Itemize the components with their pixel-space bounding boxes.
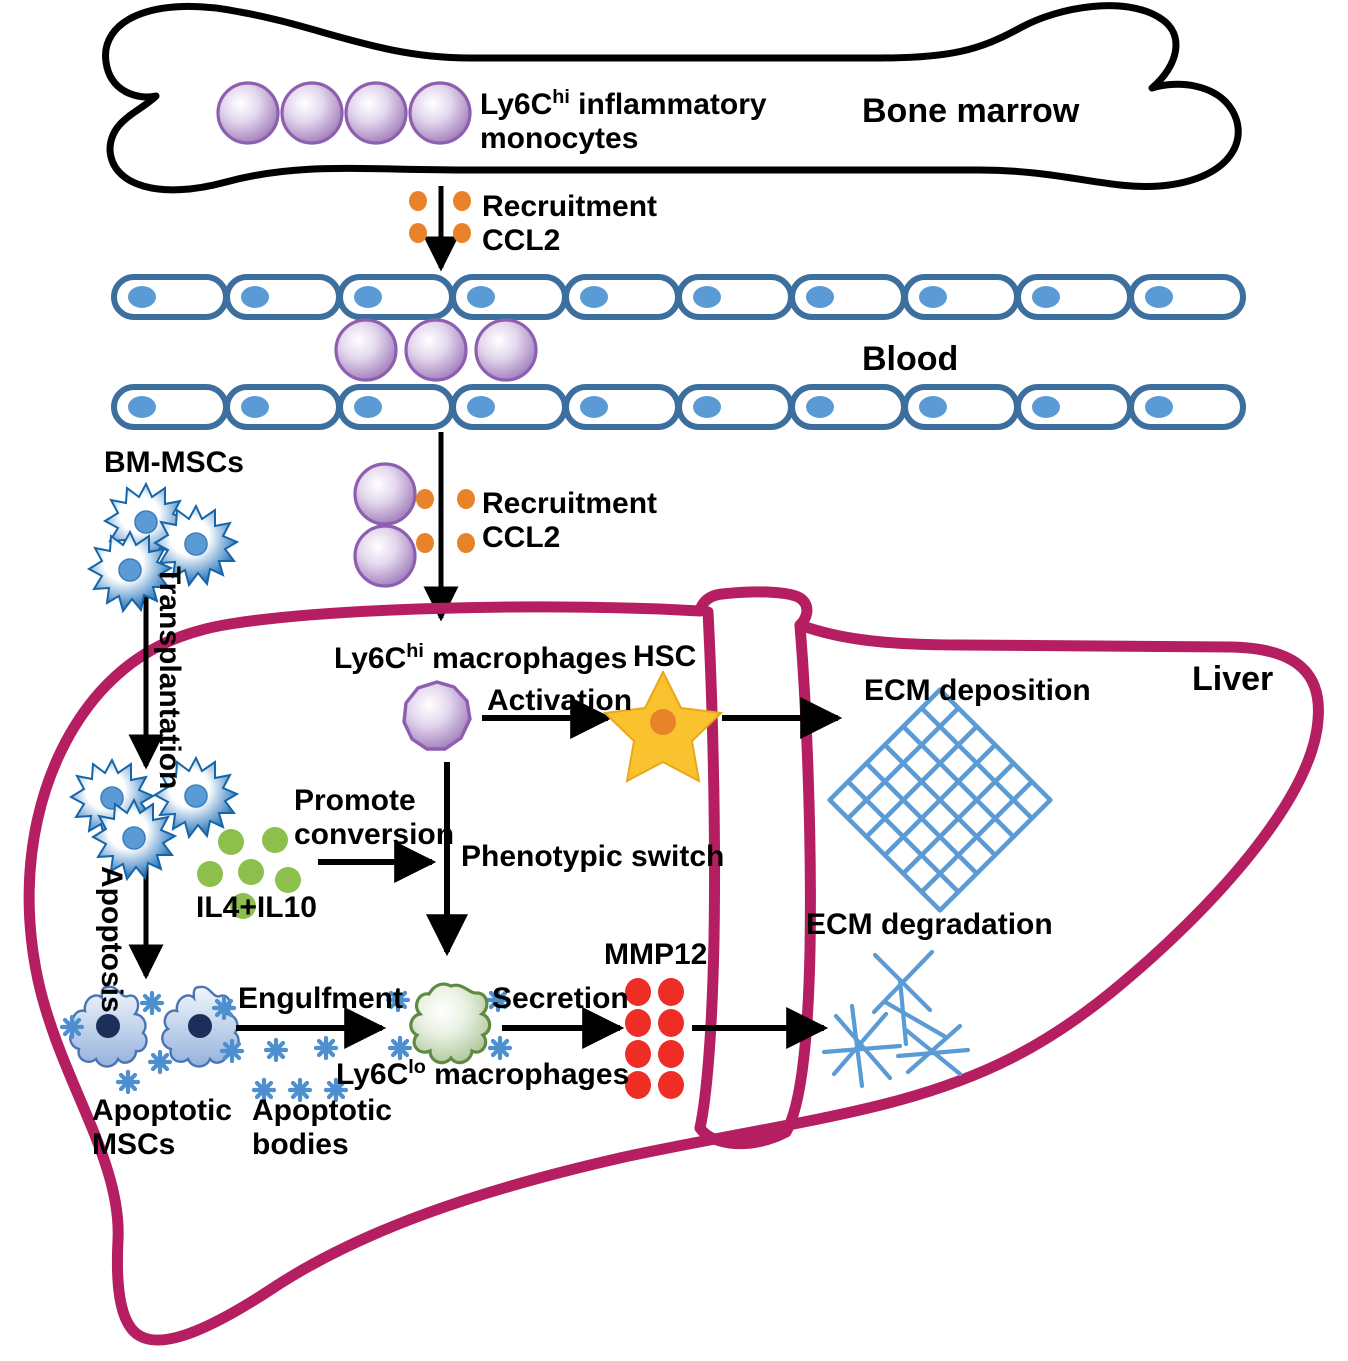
monocyte-label-line1: Ly6C: [480, 88, 553, 121]
ecm-degradation-label: ECM degradation: [806, 908, 1053, 941]
apoptotic-bodies-label-line1: Apoptotic: [252, 1094, 392, 1127]
ccl2-chemokine-dots-1: [409, 191, 471, 243]
secretion-label: Secretion: [492, 982, 629, 1015]
recruitment-arrow-blood-to-liver: [353, 432, 475, 622]
apoptotic-msc-label-line2: MSCs: [92, 1127, 176, 1161]
blood-lumen-monocyte-group: [334, 318, 538, 382]
apoptotic-msc-label-line1: Apoptotic: [92, 1094, 232, 1127]
promote-conversion-label-line2: conversion: [294, 817, 455, 851]
ecm-deposition-label: ECM deposition: [864, 674, 1091, 707]
transplantation-label: Transplantation: [153, 566, 186, 790]
il4-il10-cytokine-dots: [197, 827, 301, 919]
ecm-deposition-mesh: [827, 687, 1053, 913]
macrophage-hi-label-sup: hi: [406, 640, 424, 662]
monocyte-label-sup: hi: [552, 86, 570, 108]
bone-marrow-outline: [102, 2, 1242, 194]
macrophage-lo-label-prefix: Ly6C: [336, 1058, 409, 1091]
recruitment-label-1-line2: CCL2: [482, 223, 561, 257]
ecm-degradation-fibers: [821, 949, 971, 1089]
recruitment-label-1-line1: Recruitment: [482, 190, 658, 223]
recruitment-arrow-marrow-to-blood: [409, 186, 471, 272]
il4-il10-label: IL4+IL10: [196, 891, 317, 924]
ccl2-chemokine-dots-2: [416, 489, 475, 553]
bone-marrow-label: Bone marrow: [862, 92, 1080, 130]
macrophage-lo-label-sup: lo: [408, 1056, 426, 1078]
engulfment-label: Engulfment: [238, 982, 403, 1015]
promote-conversion-label-line1: Promote: [294, 784, 416, 817]
monocyte-label-line2: monocytes: [480, 121, 639, 155]
apoptotic-bodies-label-line2: bodies: [252, 1127, 349, 1161]
hsc-label: HSC: [633, 640, 697, 673]
mmp12-molecule-dots: [625, 978, 684, 1099]
blood-exiting-monocytes: [353, 462, 417, 588]
phenotypic-switch-label: Phenotypic switch: [461, 840, 725, 873]
mmp12-label: MMP12: [604, 938, 708, 971]
blood-vessel-bottom-wall: [114, 387, 1243, 427]
monocyte-label-line1b: inflammatory: [569, 88, 767, 121]
liver-macrophage-hi: [402, 680, 472, 751]
blood-vessel-top-wall: [114, 277, 1243, 317]
recruitment-label-2-line1: Recruitment: [482, 487, 658, 520]
macrophage-hi-label-prefix: Ly6C: [334, 642, 407, 675]
macrophage-hi-label: Ly6Chi macrophages: [334, 640, 627, 676]
bm-msc-label: BM-MSCs: [104, 446, 244, 479]
liver-macrophage-lo: [409, 982, 492, 1065]
blood-label: Blood: [862, 340, 959, 378]
macrophage-lo-label-suffix: macrophages: [425, 1058, 630, 1091]
hsc-star: [602, 669, 724, 783]
liver-label: Liver: [1192, 660, 1274, 698]
macrophage-hi-label-suffix: macrophages: [423, 642, 628, 675]
activation-label: Activation: [487, 684, 633, 717]
apoptosis-label: Apoptosis: [95, 866, 128, 1013]
recruitment-label-2-line2: CCL2: [482, 520, 561, 554]
macrophage-lo-label: Ly6Clo macrophages: [336, 1056, 629, 1092]
